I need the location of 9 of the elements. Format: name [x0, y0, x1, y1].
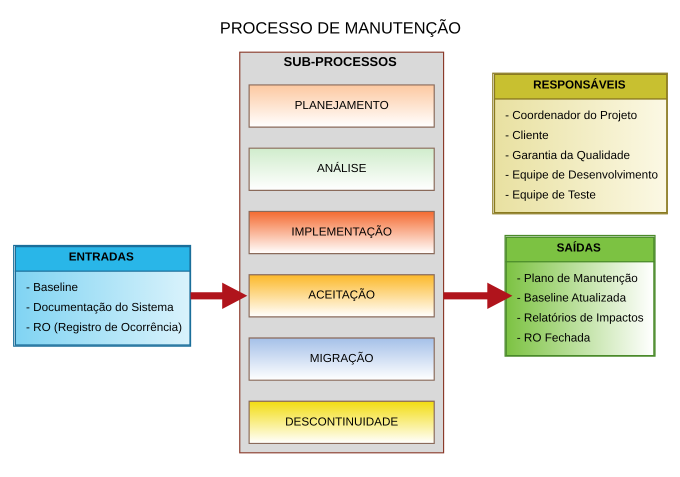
diagram-title: PROCESSO DE MANUTENÇÃO — [219, 19, 461, 38]
node-box: ANÁLISE — [248, 147, 434, 190]
node-box: DESCONTINUIDADE — [248, 400, 434, 444]
node-box: MIGRAÇÃO — [248, 336, 434, 380]
node-box: PLANEJAMENTO — [248, 84, 434, 128]
node-box: ACEITAÇÃO — [248, 274, 434, 317]
arrow — [190, 282, 247, 308]
node-box: IMPLEMENTAÇÃO — [248, 210, 434, 254]
arrow — [443, 282, 512, 308]
